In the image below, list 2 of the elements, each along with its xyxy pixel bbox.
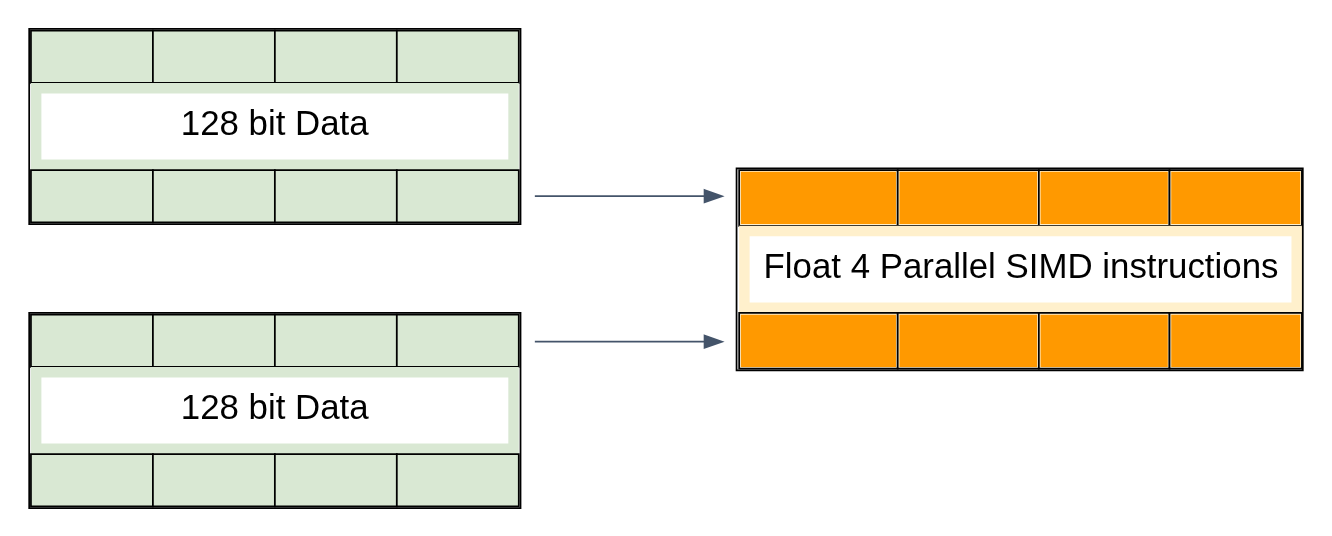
arrow	[533, 333, 725, 349]
arrow	[533, 188, 725, 203]
